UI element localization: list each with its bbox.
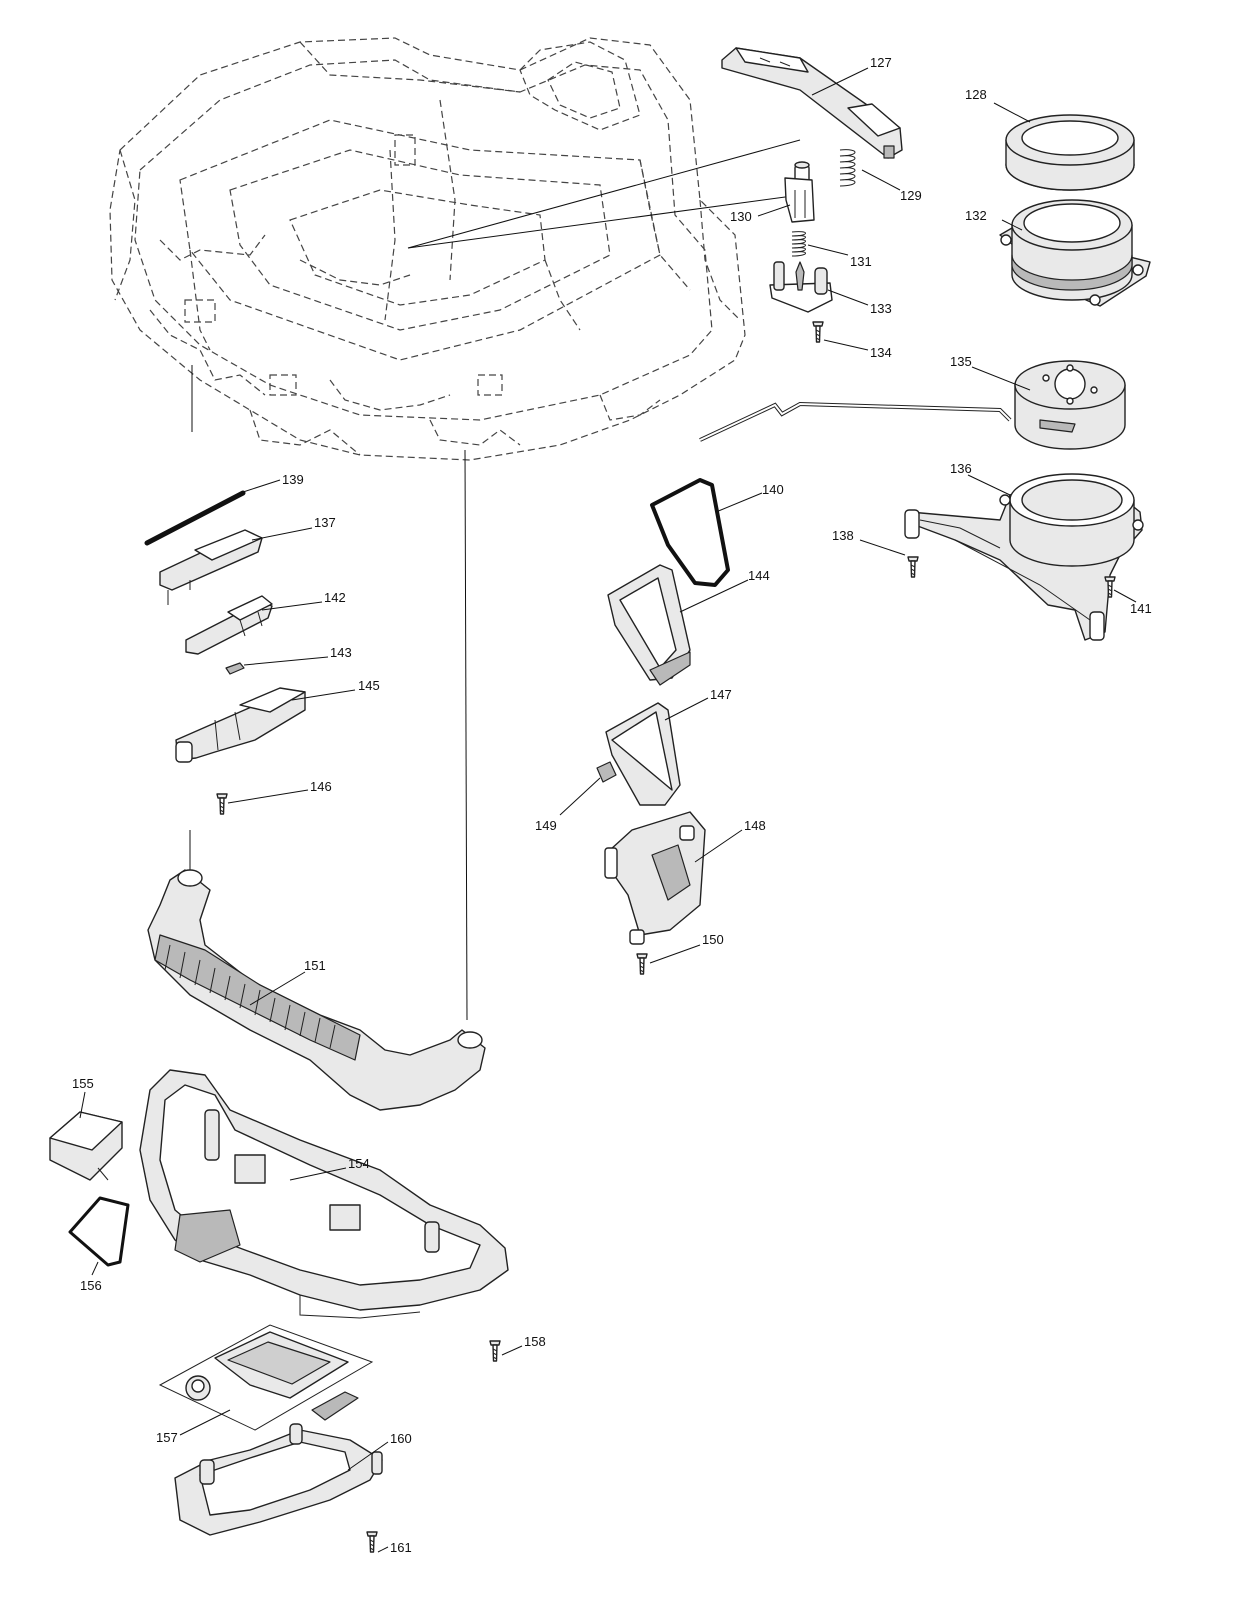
label-138: 138 [832, 528, 854, 543]
label-137: 137 [314, 515, 336, 530]
label-127: 127 [870, 55, 892, 70]
reference-lines [189, 139, 801, 1021]
part-127-slide-rail [721, 47, 903, 159]
part-158-screw [489, 1340, 501, 1362]
part-145-latch-frame [175, 687, 306, 763]
label-155: 155 [72, 1076, 94, 1091]
part-139-seal-strip [144, 490, 246, 546]
part-157-circuit-board-set [158, 1324, 374, 1431]
label-128: 128 [965, 87, 987, 102]
label-131: 131 [850, 254, 872, 269]
part-134-screw [812, 321, 824, 343]
label-157: 157 [156, 1430, 178, 1445]
label-154: 154 [348, 1156, 370, 1171]
label-150: 150 [702, 932, 724, 947]
part-148-holder-plate [604, 811, 706, 945]
part-130-plunger [784, 161, 815, 223]
part-151-front-bumper [147, 869, 486, 1111]
label-133: 133 [870, 301, 892, 316]
chassis-ghost-outline [109, 37, 746, 461]
part-160-lower-tray [174, 1423, 383, 1536]
label-135: 135 [950, 354, 972, 369]
label-130: 130 [730, 209, 752, 224]
part-number-labels: 127 128 129 130 131 132 133 134 135 136 … [72, 55, 1152, 1555]
leader-lines [79, 67, 1137, 1553]
part-155-cap [49, 1111, 123, 1181]
label-158: 158 [524, 1334, 546, 1349]
part-161-screw [366, 1531, 378, 1553]
part-156-square-gasket [68, 1196, 130, 1267]
part-147-insert [605, 702, 681, 806]
label-143: 143 [330, 645, 352, 660]
part-146-screw [216, 793, 228, 815]
label-160: 160 [390, 1431, 412, 1446]
part-142-cover [185, 595, 273, 655]
part-149-pad [596, 761, 617, 783]
part-136-mounting-bracket [904, 473, 1144, 641]
part-137-cover [159, 529, 263, 605]
part-132-housing [999, 199, 1151, 307]
label-144: 144 [748, 568, 770, 583]
label-129: 129 [900, 188, 922, 203]
label-140: 140 [762, 482, 784, 497]
part-144-cover [607, 564, 691, 686]
part-154-lower-housing [139, 1069, 509, 1319]
part-131-spring [791, 231, 806, 257]
label-134: 134 [870, 345, 892, 360]
label-156: 156 [80, 1278, 102, 1293]
label-142: 142 [324, 590, 346, 605]
label-132: 132 [965, 208, 987, 223]
part-138-screw [907, 556, 919, 578]
label-146: 146 [310, 779, 332, 794]
part-135-sensor-with-cable [699, 360, 1126, 450]
part-140-gasket [650, 478, 730, 587]
part-143-clip [225, 662, 245, 675]
part-150-screw [636, 953, 648, 975]
label-148: 148 [744, 818, 766, 833]
label-147: 147 [710, 687, 732, 702]
label-136: 136 [950, 461, 972, 476]
part-133-holder [769, 261, 833, 313]
label-139: 139 [282, 472, 304, 487]
label-151: 151 [304, 958, 326, 973]
part-129-spring [839, 149, 856, 187]
label-141: 141 [1130, 601, 1152, 616]
label-149: 149 [535, 818, 557, 833]
part-128-seal-ring [1005, 114, 1135, 191]
label-161: 161 [390, 1540, 412, 1555]
label-145: 145 [358, 678, 380, 693]
